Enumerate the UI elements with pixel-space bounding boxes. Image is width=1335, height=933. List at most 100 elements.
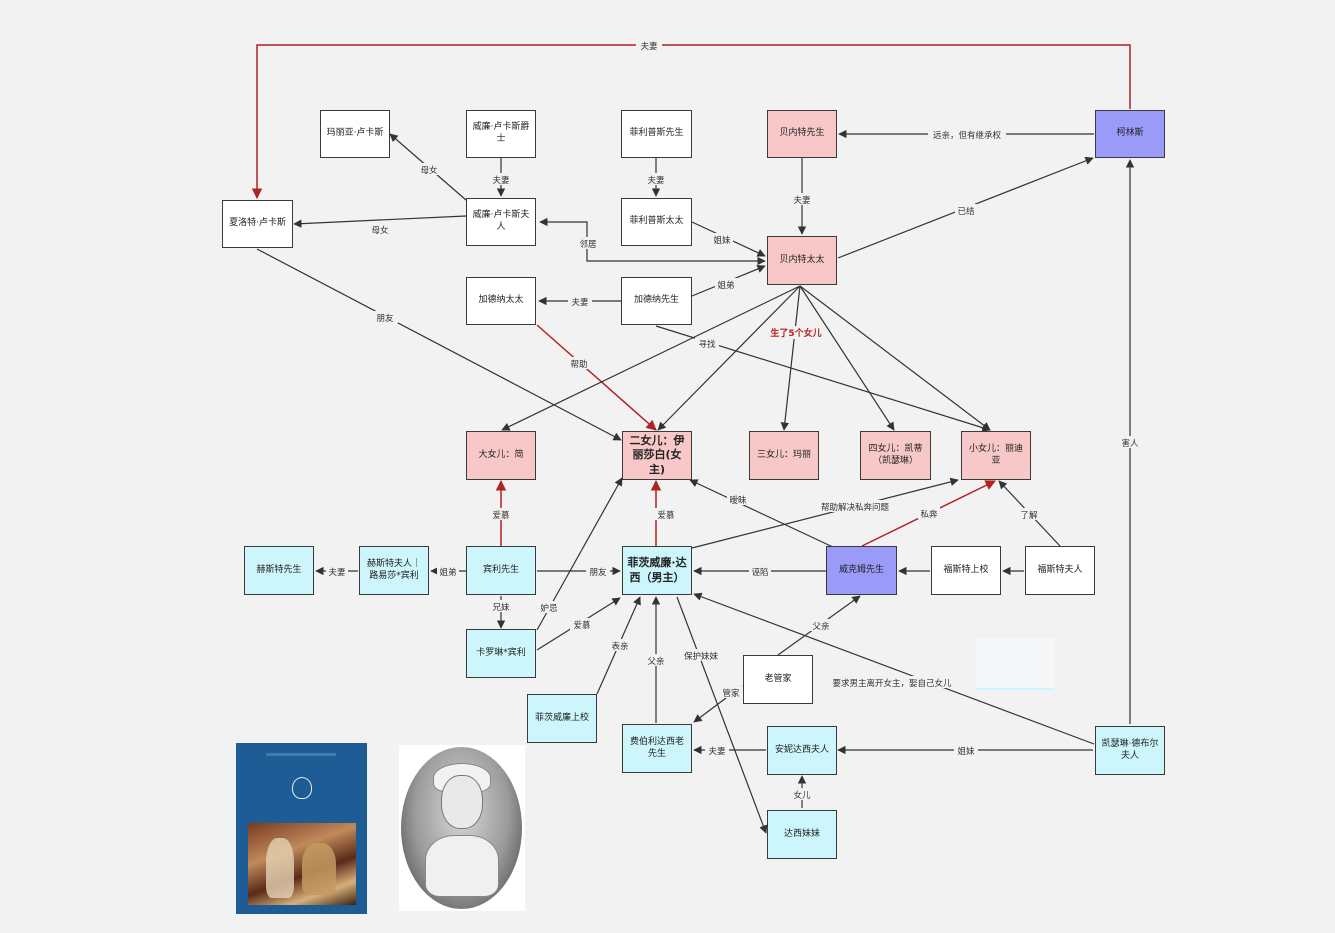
label-ambiguous: 暧昧 [729, 495, 747, 506]
label-protect-sister: 保护妹妹 [684, 651, 719, 662]
edge-bennet-lydia [799, 285, 991, 431]
node-label: 福斯特夫人 [1037, 564, 1083, 575]
node-georgiana[interactable]: 达西妹妹 [767, 810, 837, 859]
label-friend-charlotte: 朋友 [376, 313, 394, 324]
node-phillips-mr[interactable]: 菲利普斯先生 [621, 110, 692, 158]
node-label: 加德纳太太 [478, 295, 524, 306]
node-sir-lucas[interactable]: 威廉·卢卡斯爵士 [466, 110, 536, 158]
edge-collins-charlotte [251, 44, 1131, 200]
label-friend-darcy: 朋友 [589, 567, 607, 578]
label-spouse-gardiner: 夫妻 [571, 297, 589, 308]
node-gardiner-mr[interactable]: 加德纳先生 [621, 277, 692, 325]
node-label: 菲利普斯先生 [629, 128, 684, 139]
edge-bennet-mary [780, 285, 801, 431]
label-five-daughters: 生了5个女儿 [770, 327, 821, 339]
portrait-face [441, 775, 483, 829]
label-siblings: 姐弟 [717, 280, 734, 291]
node-lydia[interactable]: 小女儿：丽迪亚 [961, 431, 1031, 480]
node-jane[interactable]: 大女儿：简 [466, 431, 536, 480]
node-forster-mrs[interactable]: 福斯特夫人 [1025, 546, 1095, 595]
label-mother-daughter-2: 母女 [371, 225, 389, 236]
node-lady-lucas[interactable]: 威廉·卢卡斯夫人 [466, 198, 536, 246]
node-label: 小女儿：丽迪亚 [968, 443, 1023, 466]
painting-figure-1 [266, 838, 294, 898]
node-steward[interactable]: 老管家 [743, 655, 813, 704]
label-servant: 害人 [1121, 438, 1139, 449]
node-label: 卡罗琳*宾利 [476, 647, 526, 658]
node-label: 柯林斯 [1116, 128, 1144, 139]
node-label: 贝内特先生 [779, 128, 825, 139]
node-label: 玛丽亚·卢卡斯 [326, 128, 384, 139]
label-sisters: 姐妹 [713, 235, 731, 246]
node-darcy[interactable]: 菲茨威廉·达西（男主） [622, 546, 692, 595]
label-helped-private: 帮助解决私奔问题 [821, 502, 890, 513]
node-label: 四女儿：凯蒂（凯瑟琳） [868, 443, 923, 466]
node-phillips-mrs[interactable]: 菲利普斯太太 [621, 198, 692, 246]
node-label: 威廉·卢卡斯爵士 [472, 122, 530, 144]
node-collins[interactable]: 柯林斯 [1095, 110, 1165, 158]
node-kitty[interactable]: 四女儿：凯蒂（凯瑟琳） [860, 431, 931, 480]
label-sisters-catherine: 姐妹 [957, 746, 975, 757]
label-father-wickham: 父亲 [812, 621, 829, 632]
node-label: 赫斯特先生 [256, 564, 302, 575]
node-bingley[interactable]: 宾利先生 [466, 546, 536, 595]
label-know: 了解 [1020, 510, 1038, 521]
label-crush-darcy: 爱慕 [657, 510, 675, 521]
label-crush-bingley: 爱慕 [492, 510, 510, 521]
node-label: 威克姆先生 [838, 564, 884, 575]
label-crush-caroline: 爱慕 [573, 620, 591, 631]
label-spouse-collins: 夫妻 [640, 41, 658, 52]
book-title-bar [266, 753, 336, 756]
node-label: 凯瑟琳·德布尔夫人 [1101, 738, 1159, 761]
node-label: 宾利先生 [482, 564, 519, 575]
node-old-darcy[interactable]: 费伯利达西老先生 [622, 724, 692, 773]
label-spouse-phillips: 夫妻 [647, 175, 665, 186]
edge-catherine-darcy [693, 592, 1095, 745]
node-mrs-hurst[interactable]: 赫斯特夫人｜路易莎*宾利 [359, 546, 429, 595]
node-label: 贝内特太太 [779, 254, 825, 265]
node-catherine[interactable]: 凯瑟琳·德布尔夫人 [1095, 726, 1165, 775]
edge-bennet-kitty [799, 285, 895, 431]
node-charlotte[interactable]: 夏洛特·卢卡斯 [222, 200, 293, 248]
node-fitzwilliam[interactable]: 菲茨威廉上校 [527, 694, 597, 743]
node-anne-darcy[interactable]: 安妮达西夫人 [767, 726, 837, 775]
label-demand: 要求男主离开女主，娶自己女儿 [832, 678, 952, 689]
label-spouse-darcy: 夫妻 [708, 746, 726, 757]
label-mother-daughter-1: 母女 [420, 165, 438, 176]
author-portrait-image [399, 745, 525, 911]
node-label: 威廉·卢卡斯夫人 [472, 210, 530, 232]
label-daughter: 女儿 [793, 790, 811, 801]
node-forster-col[interactable]: 福斯特上校 [931, 546, 1001, 595]
book-emblem-icon [292, 777, 312, 799]
node-label: 菲利普斯太太 [629, 216, 684, 227]
label-frame: 诬陷 [751, 567, 768, 578]
book-cover-image [236, 743, 367, 914]
label-help: 帮助 [570, 359, 587, 370]
node-label: 大女儿：简 [478, 449, 524, 460]
edge-wickham-elizabeth [689, 479, 836, 549]
node-label: 赫斯特夫人｜路易莎*宾利 [366, 558, 421, 581]
node-label: 菲茨威廉·达西（男主） [627, 556, 687, 584]
node-mary-lucas[interactable]: 玛丽亚·卢卡斯 [320, 110, 390, 158]
label-cousin: 表亲 [611, 641, 628, 652]
node-label: 老管家 [764, 673, 792, 684]
edge-darcy-lydia [691, 477, 959, 549]
node-elizabeth[interactable]: 二女儿：伊丽莎白(女主) [622, 431, 692, 480]
node-caroline[interactable]: 卡罗琳*宾利 [466, 629, 536, 678]
edge-lady-charlotte [293, 215, 467, 228]
label-steward: 管家 [722, 688, 740, 699]
node-gardiner-mrs[interactable]: 加德纳太太 [466, 277, 536, 325]
node-wickham[interactable]: 威克姆先生 [826, 546, 897, 595]
node-label: 三女儿：玛丽 [756, 449, 811, 460]
node-mary[interactable]: 三女儿：玛丽 [749, 431, 819, 480]
node-mrs-bennet[interactable]: 贝内特太太 [767, 236, 837, 285]
node-mr-bennet[interactable]: 贝内特先生 [767, 110, 837, 158]
empty-placeholder-box [976, 638, 1054, 690]
node-mr-hurst[interactable]: 赫斯特先生 [244, 546, 314, 595]
node-label: 安妮达西夫人 [774, 744, 829, 755]
label-father-darcy: 父亲 [647, 656, 664, 667]
node-label: 加德纳先生 [633, 295, 679, 306]
node-label: 费伯利达西老先生 [629, 736, 684, 759]
